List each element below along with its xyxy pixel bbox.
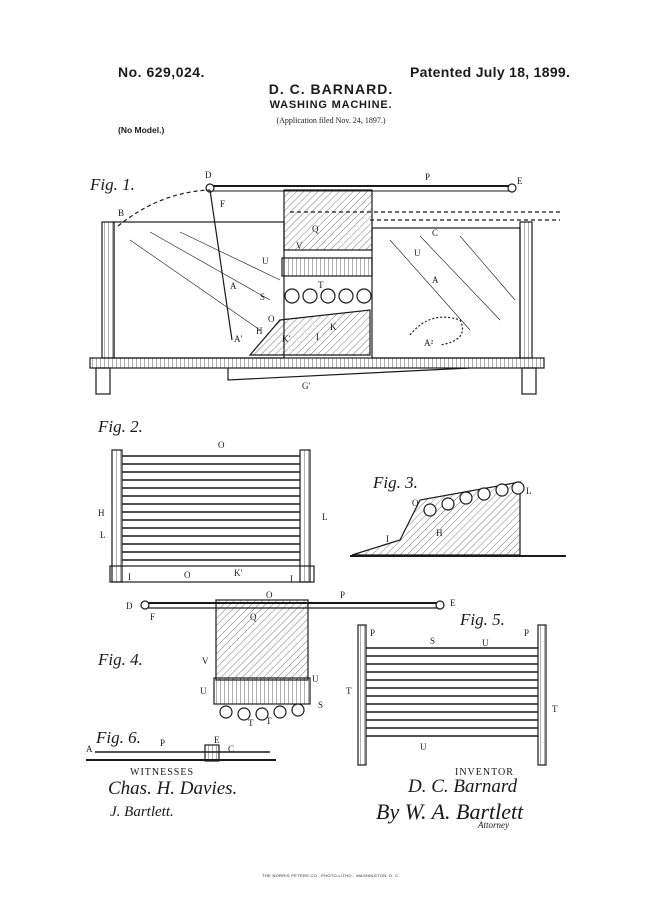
- invention-title: WASHING MACHINE.: [269, 99, 393, 111]
- inventor-signature: D. C. Barnard: [408, 776, 518, 797]
- printer-credit: THE NORRIS PETERS CO., PHOTO-LITHO., WAS…: [262, 873, 400, 878]
- svg-text:A: A: [432, 275, 439, 285]
- svg-text:O: O: [412, 498, 419, 508]
- patent-number: No. 629,024.: [118, 64, 205, 80]
- svg-text:T: T: [318, 280, 324, 290]
- fig-1-label: Fig. 1.: [89, 175, 135, 194]
- svg-text:A': A': [234, 334, 242, 344]
- svg-text:O: O: [266, 590, 273, 600]
- svg-text:S: S: [318, 700, 323, 710]
- svg-text:P: P: [340, 590, 345, 600]
- svg-text:H: H: [436, 528, 443, 538]
- svg-text:I: I: [386, 534, 389, 544]
- svg-text:S: S: [260, 292, 265, 302]
- svg-text:F: F: [220, 199, 225, 209]
- svg-text:E: E: [517, 176, 523, 186]
- svg-text:O: O: [218, 440, 225, 450]
- fig-2-label: Fig. 2.: [97, 417, 143, 436]
- svg-text:O: O: [268, 314, 275, 324]
- svg-text:P: P: [425, 172, 430, 182]
- svg-text:L: L: [322, 512, 328, 522]
- svg-text:O: O: [184, 570, 191, 580]
- witnesses-heading: WITNESSES: [130, 767, 194, 778]
- svg-text:I: I: [128, 572, 131, 582]
- svg-text:U: U: [200, 686, 207, 696]
- svg-text:D: D: [205, 170, 212, 180]
- svg-text:A: A: [230, 281, 237, 291]
- svg-text:U: U: [420, 742, 427, 752]
- svg-text:U: U: [482, 638, 489, 648]
- svg-text:T: T: [248, 718, 254, 728]
- svg-text:Q: Q: [312, 224, 319, 234]
- svg-text:A²: A²: [424, 338, 433, 348]
- svg-text:D: D: [126, 601, 133, 611]
- svg-text:H: H: [256, 326, 263, 336]
- svg-text:T: T: [346, 686, 352, 696]
- fig-3-label: Fig. 3.: [372, 473, 418, 492]
- inventor-name: D. C. BARNARD.: [268, 81, 394, 97]
- fig-2: Fig. 2. O H L L I O K' I: [97, 417, 328, 584]
- svg-text:P: P: [370, 628, 375, 638]
- svg-text:E: E: [450, 598, 456, 608]
- svg-text:T: T: [266, 716, 272, 726]
- svg-text:G': G': [302, 381, 310, 391]
- svg-text:K': K': [234, 568, 242, 578]
- attorney-label: Attorney: [478, 820, 509, 830]
- model-note: (No Model.): [118, 125, 165, 135]
- fig-3: Fig. 3. O L H I: [350, 473, 566, 557]
- svg-text:P: P: [160, 738, 165, 748]
- fig-6-label: Fig. 6.: [95, 728, 141, 747]
- fig-4-label: Fig. 4.: [97, 650, 143, 669]
- svg-text:E: E: [214, 735, 220, 745]
- svg-text:B: B: [118, 208, 124, 218]
- svg-text:A: A: [86, 744, 93, 754]
- svg-text:L: L: [526, 486, 532, 496]
- svg-text:V: V: [296, 241, 303, 251]
- witness-signature-2: J. Bartlett.: [110, 804, 174, 820]
- svg-text:U: U: [312, 674, 319, 684]
- fig-5: Fig. 5. P P S U T T U: [346, 610, 558, 766]
- svg-text:P: P: [524, 628, 529, 638]
- svg-text:U: U: [414, 248, 421, 258]
- fig-5-label: Fig. 5.: [459, 610, 505, 629]
- svg-text:L: L: [100, 530, 106, 540]
- svg-text:K': K': [282, 334, 290, 344]
- inventor-heading: INVENTOR: [455, 767, 514, 778]
- svg-text:Q: Q: [250, 612, 257, 622]
- patent-date: Patented July 18, 1899.: [410, 64, 571, 80]
- svg-text:C: C: [228, 744, 234, 754]
- svg-text:T: T: [552, 704, 558, 714]
- svg-text:U: U: [262, 256, 269, 266]
- fig-1: Fig. 1.: [89, 170, 560, 395]
- witness-signature-1: Chas. H. Davies.: [108, 778, 238, 799]
- attorney-signature: By W. A. Bartlett: [376, 799, 524, 824]
- svg-text:F: F: [150, 612, 155, 622]
- svg-text:I: I: [316, 332, 319, 342]
- svg-text:H: H: [98, 508, 105, 518]
- fig-4: Fig. 4. D F P E O Q V U U S T T: [97, 590, 456, 728]
- svg-text:K: K: [330, 322, 337, 332]
- svg-text:S: S: [430, 636, 435, 646]
- application-date: (Application filed Nov. 24, 1897.): [276, 116, 386, 125]
- svg-text:C: C: [432, 228, 438, 238]
- svg-text:V: V: [202, 656, 209, 666]
- fig-6: Fig. 6. A P E C: [86, 728, 276, 762]
- svg-text:I: I: [290, 574, 293, 584]
